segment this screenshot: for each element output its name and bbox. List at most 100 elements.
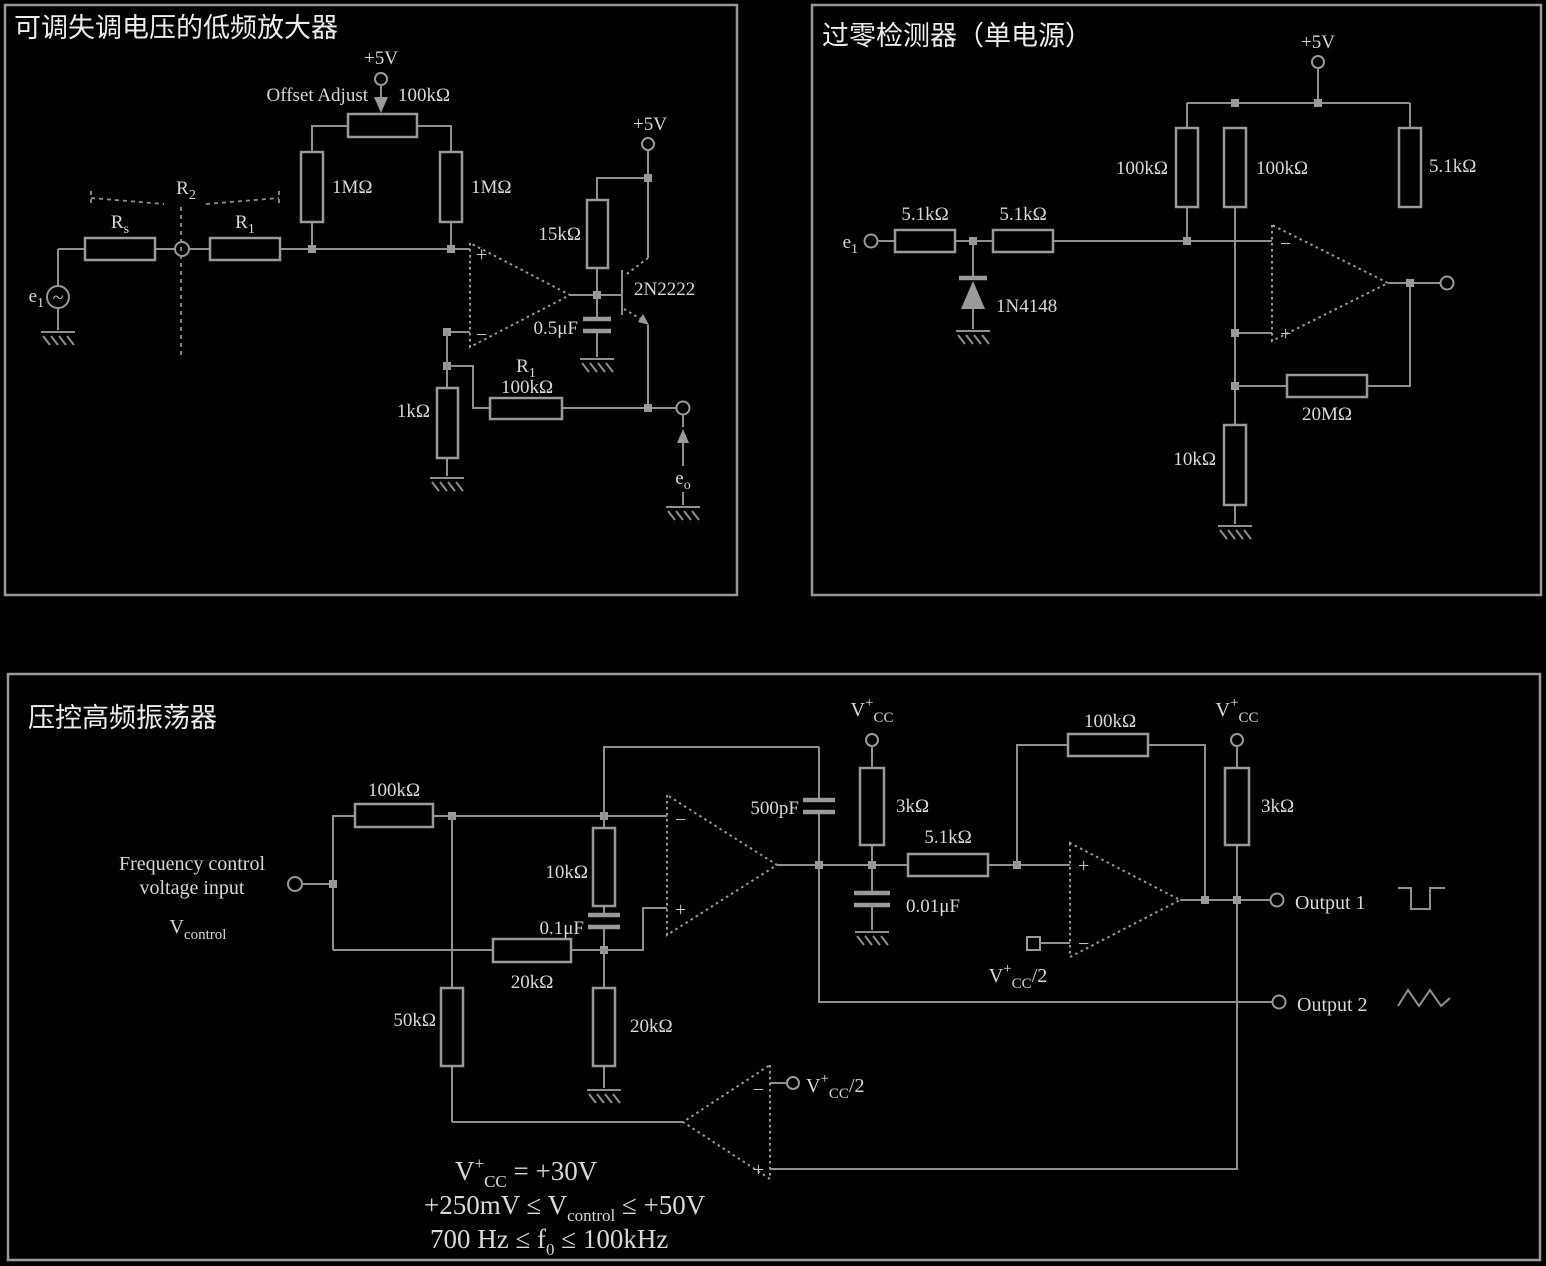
ground-icon: [665, 506, 701, 521]
label-vcc-half-right: V+CC/2: [806, 1071, 865, 1102]
resistor-10k: [1222, 423, 1248, 507]
junction-dot: [644, 174, 652, 182]
ground-icon: [40, 331, 76, 346]
label-01uf: 0.1μF: [539, 918, 584, 939]
diode-icon: [961, 281, 985, 309]
opamp-minus-mark: −: [1280, 233, 1291, 255]
label-fb-value: 100kΩ: [501, 377, 553, 398]
label-vcontrol: Vcontrol: [170, 916, 227, 943]
resistor-20k-h: [491, 937, 573, 964]
label-10k: 10kΩ: [1173, 449, 1216, 470]
panel-zero-crossing-detector: 过零检测器（单电源） +5V 100kΩ 100kΩ 5.1kΩ e1 5.1k…: [810, 3, 1543, 597]
label-51k-top: 5.1kΩ: [1429, 156, 1476, 177]
square-wave-icon: [1398, 887, 1445, 910]
junction-dot: [1183, 237, 1191, 245]
resistor-100k-right: [1222, 126, 1248, 209]
label-output2: Output 2: [1297, 994, 1368, 1016]
resistor-3k-b: [1223, 766, 1251, 847]
supply-terminal: [865, 733, 879, 747]
wire: [1235, 283, 1411, 387]
resistor-1k: [435, 386, 460, 460]
resistor-pot-100k: [346, 112, 419, 139]
junction-dot: [1231, 329, 1239, 337]
resistor-15k: [585, 198, 610, 270]
label-output1: Output 1: [1295, 892, 1366, 914]
resistor-100k-fb: [1066, 732, 1150, 758]
panel-vco: 压控高频振荡器 Frequency control voltage input …: [6, 672, 1542, 1262]
resistor-51k-top: [1397, 126, 1423, 209]
output2-terminal: [1271, 994, 1287, 1010]
label-100k-left: 100kΩ: [1116, 158, 1168, 179]
resistor-rs: [83, 236, 157, 262]
equation-frequency-range: 700 Hz ≤ f0 ≤ 100kHz: [430, 1224, 668, 1259]
output1-terminal: [1269, 892, 1285, 908]
label-plus5v: +5V: [1301, 32, 1335, 53]
label-1k: 1kΩ: [397, 401, 430, 422]
panel-low-freq-amplifier: 可调失调电压的低频放大器 +5V Offset Adjust 100kΩ 1MΩ…: [3, 3, 739, 597]
wire: [447, 365, 676, 409]
wire: [332, 815, 667, 950]
panel2-border: [810, 3, 1543, 597]
panel3-border: [6, 672, 1542, 1262]
label-15k: 15kΩ: [538, 224, 581, 245]
label-51k-b: 5.1kΩ: [999, 204, 1046, 225]
opamp-plus-mark: +: [1280, 323, 1291, 345]
ground-icon: [955, 330, 991, 345]
wire: [1016, 744, 1206, 900]
equation-vcc: V+CC = +30V: [455, 1154, 598, 1191]
label-1n4148: 1N4148: [996, 296, 1057, 317]
eo-arrow-icon: [677, 429, 689, 443]
resistor-100k-left: [1174, 126, 1200, 209]
ac-tilde-icon: ~: [53, 287, 64, 309]
label-1M-left: 1MΩ: [332, 177, 373, 198]
label-r2: R2: [176, 178, 196, 203]
supply-terminal: [1230, 733, 1244, 747]
label-3k-a: 3kΩ: [896, 796, 929, 817]
junction-dot: [1231, 99, 1239, 107]
label-plus5v-top: +5V: [364, 48, 398, 69]
label-plus5v-right: +5V: [633, 114, 667, 135]
label-3k-b: 3kΩ: [1261, 796, 1294, 817]
resistor-20k-v: [591, 986, 617, 1068]
label-e1-input: e1: [843, 232, 858, 257]
junction-dot: [1406, 279, 1414, 287]
wire: [311, 222, 452, 249]
opamp-minus-mark: −: [675, 809, 686, 831]
label-20k-h: 20kΩ: [511, 972, 554, 993]
junction-dot: [644, 404, 652, 412]
capacitor-icon: [588, 912, 620, 930]
panel3-title: 压控高频振荡器: [28, 703, 217, 733]
label-eo: eo: [675, 468, 690, 493]
label-001uf: 0.01μF: [906, 896, 960, 917]
capacitor-icon: [583, 316, 611, 334]
supply-terminal: [641, 137, 655, 151]
resistor-r1: [208, 236, 282, 262]
label-100k-fb: 100kΩ: [1084, 711, 1136, 732]
label-input-line2: voltage input: [140, 877, 245, 899]
transistor-icon: [623, 257, 649, 323]
label-vcc-half-in: V+CC/2: [989, 961, 1048, 992]
wire: [596, 150, 649, 295]
resistor-3k-a: [858, 766, 886, 847]
label-input-line1: Frequency control: [119, 853, 266, 875]
ground-icon: [579, 358, 615, 373]
opamp-icon: [681, 1063, 771, 1181]
ground-icon: [854, 931, 890, 946]
label-500pf: 500pF: [750, 798, 799, 819]
resistor-51k-vco: [906, 852, 990, 878]
label-50k: 50kΩ: [393, 1010, 436, 1031]
ground-icon: [1217, 525, 1253, 540]
label-10k-vco: 10kΩ: [545, 862, 588, 883]
label-offset-adjust: Offset Adjust: [266, 85, 368, 106]
input-terminal: [863, 233, 879, 249]
resistor-1M-left: [299, 150, 325, 224]
ground-icon: [429, 477, 465, 492]
junction-dot: [1314, 99, 1322, 107]
panel2-title: 过零检测器（单电源）: [822, 21, 1092, 51]
junction-dot: [447, 245, 455, 253]
output-terminal: [675, 400, 691, 416]
label-100k-right: 100kΩ: [1256, 158, 1308, 179]
wiper-terminal: [174, 241, 190, 257]
